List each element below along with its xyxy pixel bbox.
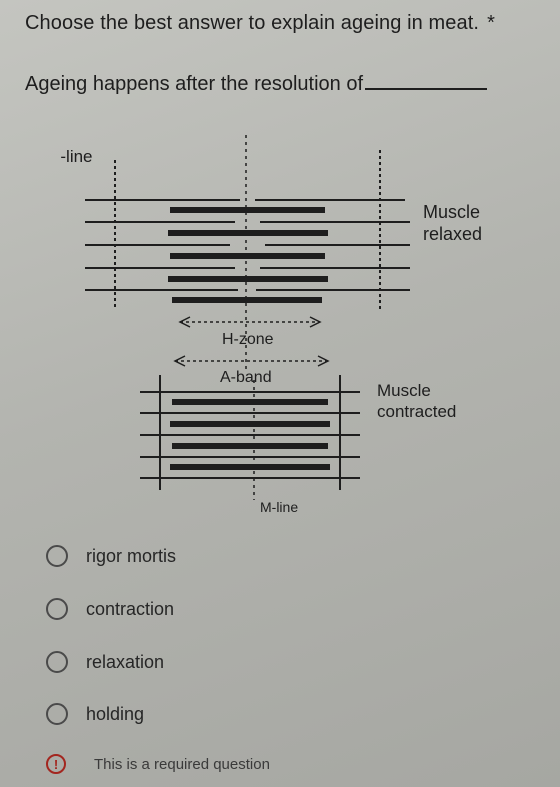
question-title: Choose the best answer to explain ageing… bbox=[25, 12, 555, 35]
option-holding[interactable]: holding bbox=[46, 700, 144, 728]
question-prompt: Ageing happens after the resolution of bbox=[25, 72, 488, 96]
required-asterisk: * bbox=[487, 12, 495, 34]
question-title-text: Choose the best answer to explain ageing… bbox=[25, 12, 480, 34]
muscle-relaxed-label-2: relaxed bbox=[423, 224, 482, 244]
contracted-thin-filaments bbox=[140, 391, 360, 479]
sarcomere-diagram: Z-line Muscle relaxed H-zone A-band Musc… bbox=[60, 135, 482, 515]
option-relaxation[interactable]: relaxation bbox=[46, 648, 164, 676]
answer-blank bbox=[365, 72, 488, 90]
radio-icon[interactable] bbox=[46, 598, 68, 620]
required-message: This is a required question bbox=[94, 755, 270, 773]
relaxed-thin-filaments bbox=[85, 199, 410, 291]
muscle-contracted-label-1: Muscle bbox=[377, 381, 431, 400]
relaxed-thick-filaments bbox=[168, 207, 328, 303]
option-contraction[interactable]: contraction bbox=[46, 595, 174, 623]
prompt-text: Ageing happens after the resolution of bbox=[25, 73, 364, 95]
required-warning: ! This is a required question bbox=[46, 754, 270, 774]
radio-icon[interactable] bbox=[46, 545, 68, 567]
radio-icon[interactable] bbox=[46, 651, 68, 673]
z-line-label: Z-line bbox=[60, 147, 93, 166]
m-line-label: M-line bbox=[260, 499, 298, 515]
h-zone-label: H-zone bbox=[222, 331, 274, 348]
radio-icon[interactable] bbox=[46, 703, 68, 725]
contracted-thick-filaments bbox=[170, 399, 330, 470]
option-label: contraction bbox=[86, 598, 175, 619]
option-label: rigor mortis bbox=[86, 545, 177, 566]
error-icon: ! bbox=[46, 754, 66, 774]
muscle-relaxed-label-1: Muscle bbox=[423, 202, 480, 222]
a-band-label: A-band bbox=[220, 369, 272, 386]
muscle-contracted-label-2: contracted bbox=[377, 402, 456, 421]
option-label: holding bbox=[86, 703, 145, 724]
option-rigor-mortis[interactable]: rigor mortis bbox=[46, 542, 176, 570]
option-label: relaxation bbox=[86, 651, 165, 672]
